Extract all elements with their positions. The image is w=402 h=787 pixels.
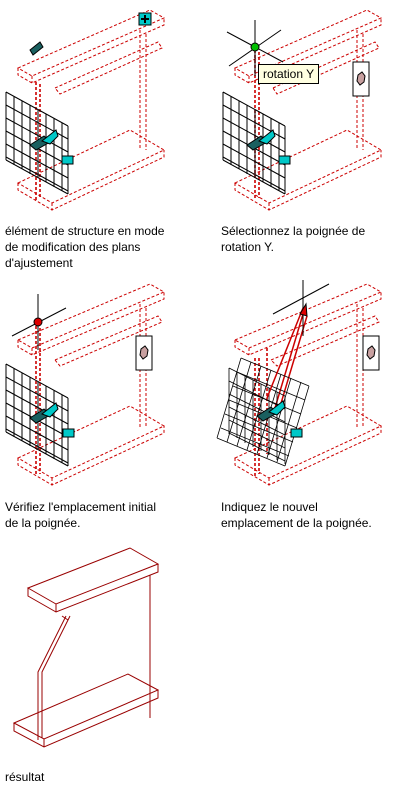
caption-line: élément de structure en mode [5,224,165,238]
caption-line: rotation Y. [221,240,274,254]
caption-line: de la poignée. [5,516,81,530]
direction-arrow-icon[interactable] [256,400,286,422]
caption-line: Vérifiez l'emplacement initial [5,500,157,514]
grip-hexagon-icon[interactable] [352,61,370,97]
caption-line: Sélectionnez la poignée de [221,224,366,238]
direction-arrow-icon[interactable] [29,129,59,151]
grip-cyan-rectangle-icon[interactable] [278,155,291,165]
direction-arrow-icon[interactable] [29,402,59,424]
result-illustration [12,547,160,748]
grip-hexagon-icon[interactable] [135,335,153,371]
grip-move-plus-icon[interactable] [138,12,152,26]
trim-plane-edit-illustration [5,9,166,211]
grip-cyan-rectangle-icon[interactable] [62,428,75,438]
step-4-caption: Indiquez le nouvel emplacement de la poi… [221,499,372,531]
crosshair-cursor-icon [272,280,330,336]
step-2-figure: rotation Y [215,0,402,215]
step-1-caption: élément de structure en mode de modifica… [5,223,164,271]
rubber-band-line [266,307,304,399]
new-grip-location-illustration [216,280,383,486]
step-5-figure [0,540,200,755]
rotation-y-tooltip: rotation Y [258,64,320,84]
caption-line: d'ajustement [5,256,73,270]
select-rotation-grip-illustration [222,9,383,211]
caption-line: résultat [5,770,45,784]
grip-cyan-rectangle-icon[interactable] [61,155,74,165]
direction-arrow-icon[interactable] [246,129,276,151]
caption-line: emplacement de la poignée. [221,516,372,530]
grip-hexagon-icon[interactable] [362,335,380,371]
rotation-y-grip-icon[interactable] [250,42,260,52]
rotation-y-grip-icon[interactable] [299,302,308,317]
rotation-y-grip-icon[interactable] [33,317,43,327]
caption-line: Indiquez le nouvel [221,500,318,514]
step-1-figure [0,0,200,215]
grip-cyan-rectangle-icon[interactable] [290,428,303,438]
step-3-figure [0,278,200,488]
step-5-caption: résultat [5,769,44,785]
step-4-figure [215,278,402,488]
caption-line: de modification des plans [5,240,141,254]
verify-grip-location-illustration [5,283,166,486]
grip-diamond-icon[interactable] [29,41,44,56]
step-2-caption: Sélectionnez la poignée de rotation Y. [221,223,365,255]
step-3-caption: Vérifiez l'emplacement initial de la poi… [5,499,156,531]
